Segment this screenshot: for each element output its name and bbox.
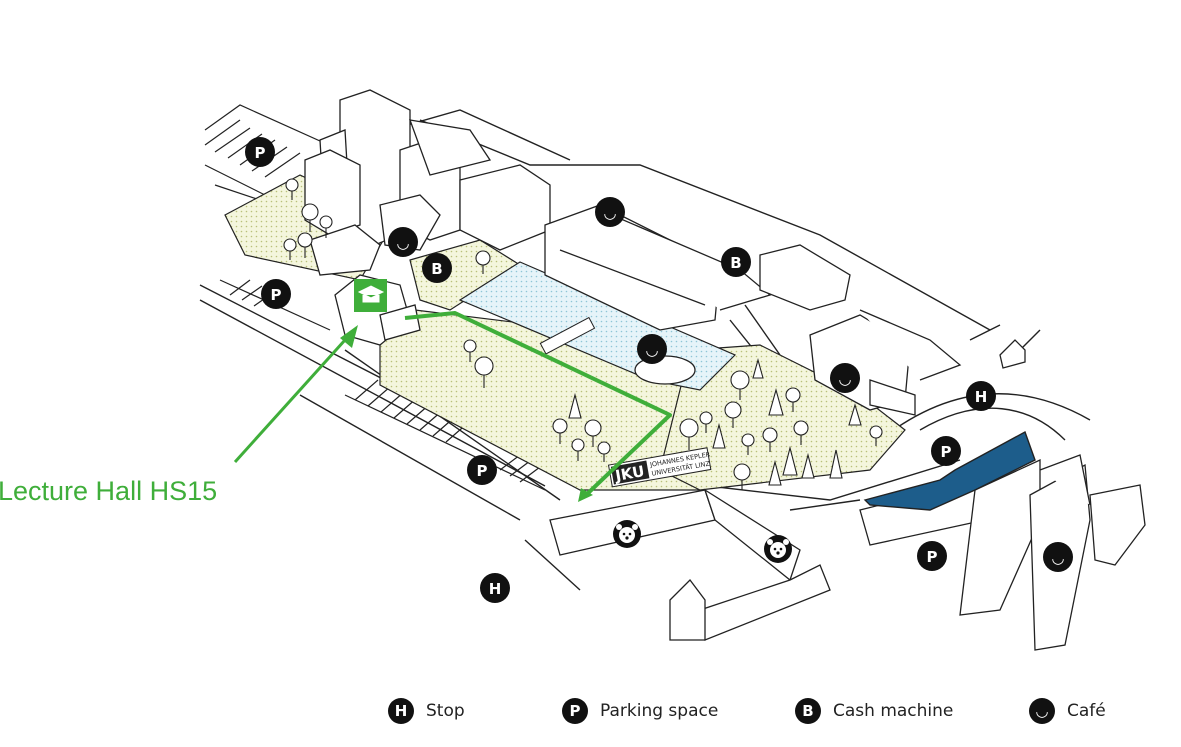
legend-label: Parking space	[600, 701, 719, 721]
parking-marker[interactable]: P	[261, 279, 291, 309]
svg-text:H: H	[489, 580, 502, 598]
svg-text:P: P	[255, 144, 266, 162]
parking-icon: P	[562, 698, 588, 724]
svg-text:◡: ◡	[839, 370, 851, 388]
stop-marker[interactable]: H	[480, 573, 510, 603]
cafe-marker[interactable]: ◡	[1043, 542, 1073, 572]
hs15-marker[interactable]	[354, 279, 387, 312]
stop-icon: H	[388, 698, 414, 724]
bear-icon	[613, 520, 641, 548]
legend-item-cafe: ◡ Café	[1029, 694, 1106, 728]
legend-label: Café	[1067, 701, 1106, 721]
pointer-arrowhead	[340, 325, 358, 348]
legend-item-stop: H Stop	[388, 694, 465, 728]
svg-text:B: B	[431, 260, 442, 278]
route-arrowhead	[578, 488, 593, 502]
buildings	[304, 89, 1146, 651]
parking-marker[interactable]: P	[467, 455, 497, 485]
legend-label: Cash machine	[833, 701, 954, 721]
cafe-marker[interactable]: ◡	[388, 227, 418, 257]
map-markers[interactable]: P P P P P H H B B ◡ ◡ ◡ ◡ ◡	[245, 137, 1073, 603]
cafe-marker[interactable]: ◡	[637, 334, 667, 364]
legend-item-cash-machine: B Cash machine	[795, 694, 953, 728]
parking-marker[interactable]: P	[245, 137, 275, 167]
parking-marker[interactable]: P	[931, 436, 961, 466]
svg-text:P: P	[271, 286, 282, 304]
cafe-marker[interactable]: ◡	[830, 363, 860, 393]
trees	[283, 178, 883, 490]
cash-machine-icon: B	[795, 698, 821, 724]
graduation-cap-icon	[357, 285, 385, 303]
cafe-marker[interactable]: ◡	[595, 197, 625, 227]
legend-label: Stop	[426, 701, 465, 721]
svg-text:◡: ◡	[1052, 549, 1064, 567]
restaurant-markers[interactable]	[613, 520, 792, 563]
logo-mark: JKU	[613, 462, 646, 485]
jku-logo: JKU JOHANNES KEPLER UNIVERSITÄT LINZ	[607, 447, 712, 488]
svg-text:P: P	[477, 462, 488, 480]
highlighted-building[interactable]	[863, 430, 1036, 511]
route-path	[404, 311, 672, 498]
pointer-line	[233, 338, 347, 464]
cafe-icon: ◡	[1029, 698, 1055, 724]
cash-machine-marker[interactable]: B	[422, 253, 452, 283]
svg-text:◡: ◡	[604, 204, 616, 222]
svg-text:H: H	[975, 388, 988, 406]
cash-machine-marker[interactable]: B	[721, 247, 751, 277]
svg-text:◡: ◡	[646, 341, 658, 359]
stop-marker[interactable]: H	[966, 381, 996, 411]
bear-icon	[764, 535, 792, 563]
svg-text:P: P	[941, 443, 952, 461]
route	[233, 311, 672, 498]
legend-item-parking: P Parking space	[562, 694, 718, 728]
svg-text:◡: ◡	[397, 234, 409, 252]
pond-platform	[539, 316, 596, 355]
svg-text:B: B	[730, 254, 741, 272]
svg-text:P: P	[927, 548, 938, 566]
map-legend: H Stop P Parking space B Cash machine ◡ …	[388, 694, 1148, 728]
destination-label: Lecture Hall HS15	[0, 476, 218, 506]
parking-marker[interactable]: P	[917, 541, 947, 571]
roads	[199, 109, 1091, 591]
